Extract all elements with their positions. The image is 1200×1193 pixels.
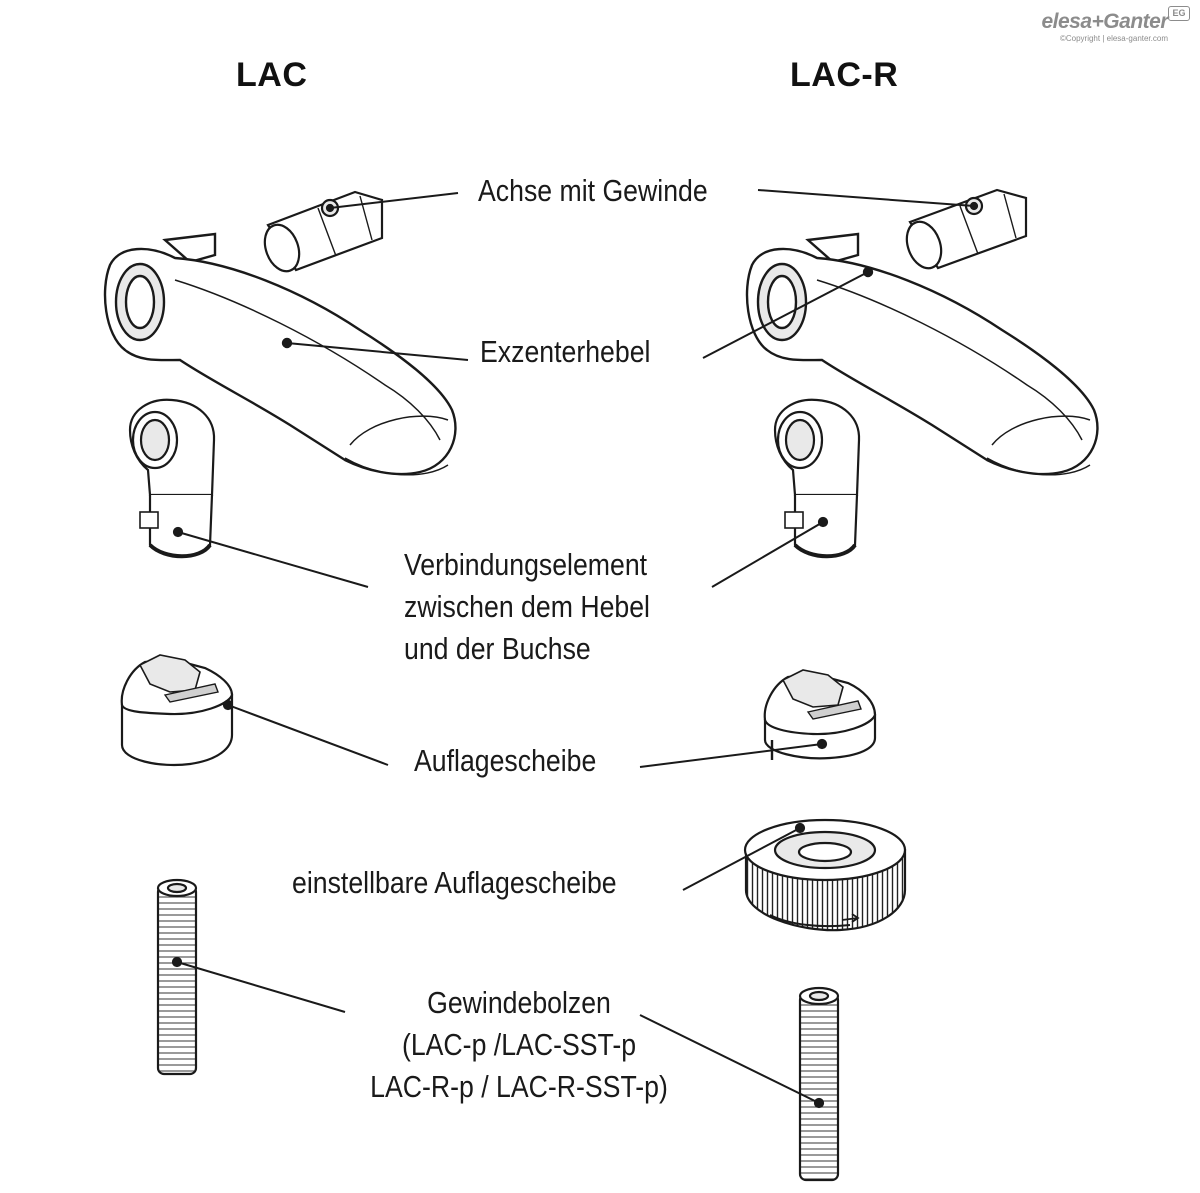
logo-copyright: ©Copyright | elesa-ganter.com (1059, 34, 1168, 43)
label-stud-line-3: LAC-R-p / LAC-R-SST-p) (370, 1069, 668, 1104)
leader-stud-right (639, 1014, 820, 1104)
leader-lever-left (286, 342, 469, 361)
label-stud: Gewindebolzen (LAC-p /LAC-SST-p LAC-R-p … (348, 982, 690, 1108)
column-title-lac: LAC (236, 56, 308, 94)
leader-axle-right (757, 189, 975, 207)
label-washer: Auflagescheibe (414, 743, 597, 778)
leader-lines (176, 189, 975, 1104)
leader-connector-right (711, 521, 824, 588)
label-adjustable-washer: einstellbare Auflagescheibe (292, 865, 617, 900)
lac-threaded-stud (156, 878, 198, 1076)
label-connector-line-1: Verbindungselement (404, 547, 648, 582)
lac-r-adjustable-washer (743, 818, 907, 932)
lac-axle (263, 190, 384, 273)
label-axle: Achse mit Gewinde (478, 173, 708, 208)
label-stud-line-1: Gewindebolzen (427, 985, 611, 1020)
leader-connector-left (177, 531, 369, 588)
leader-stud-left (176, 961, 346, 1013)
label-lever: Exzenterhebel (480, 334, 651, 369)
lac-r-washer (763, 669, 877, 760)
label-connector-line-2: zwischen dem Hebel (404, 589, 650, 624)
logo-brand: elesa+Ganter (1041, 10, 1168, 33)
lac-r-connector (773, 398, 861, 559)
lac-lever (103, 232, 457, 476)
lac-washer (120, 654, 234, 767)
leader-washer-left (227, 704, 389, 766)
leader-lever-right (702, 271, 869, 359)
label-connector-line-3: und der Buchse (404, 631, 591, 666)
label-stud-line-2: (LAC-p /LAC-SST-p (401, 1027, 637, 1062)
column-title-lac-r: LAC-R (790, 56, 899, 94)
label-connector: Verbindungselement zwischen dem Hebel un… (404, 544, 650, 670)
logo-badge: EG (1168, 6, 1190, 21)
leader-axle-left (329, 192, 459, 209)
elesa-ganter-logo: elesa+Ganter EG ©Copyright | elesa-gante… (1002, 4, 1192, 46)
lac-r-axle (905, 188, 1028, 270)
lac-connector (128, 398, 216, 559)
lac-r-threaded-stud (798, 986, 840, 1182)
leader-adjustable-washer (682, 827, 801, 891)
lac-r-lever (745, 232, 1099, 476)
leader-washer-right (639, 743, 823, 768)
